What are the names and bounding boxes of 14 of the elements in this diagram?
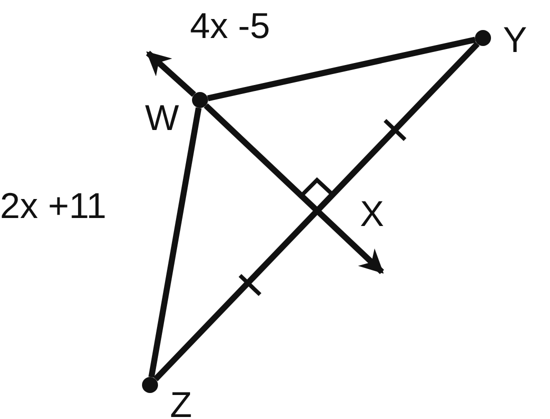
point-label: Z: [170, 387, 192, 419]
line-segment: [207, 36, 476, 102]
arrow: [204, 103, 384, 274]
point-dot: [192, 92, 208, 108]
point-label: Y: [503, 22, 528, 58]
edge-label: 2x +11: [0, 188, 106, 224]
arrow: [146, 50, 196, 97]
edge-label: 4x -5: [190, 8, 270, 44]
point-dot: [142, 377, 158, 393]
point-label: X: [360, 196, 384, 232]
point-label: W: [145, 100, 179, 136]
line-segment: [148, 107, 202, 378]
point-dot: [475, 30, 491, 46]
line-segment: [153, 42, 480, 382]
